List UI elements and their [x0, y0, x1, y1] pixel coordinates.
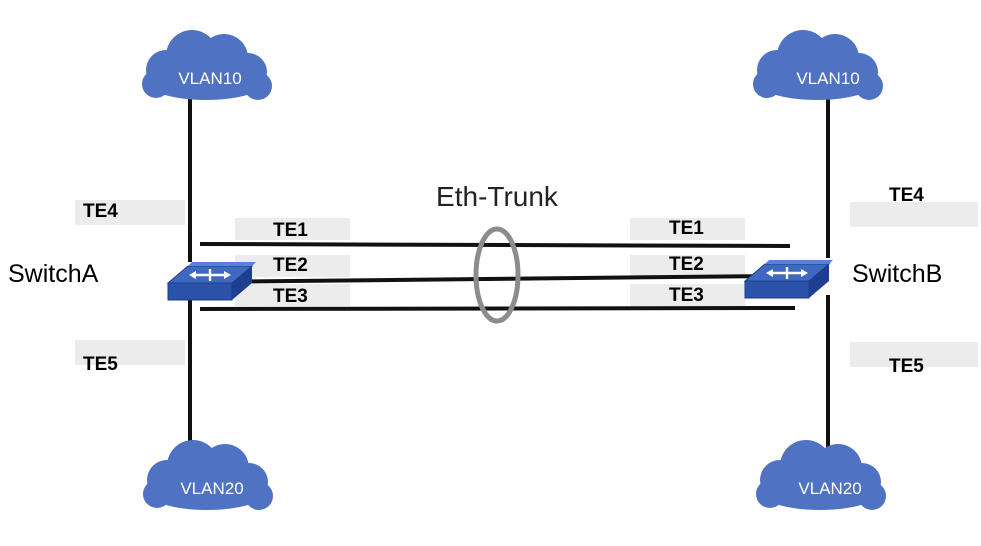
switch-a-te1-label: TE1: [273, 220, 308, 241]
switch-a-te2-label: TE2: [273, 255, 308, 276]
shade-a-te1: [235, 218, 350, 240]
network-switch-icon: [166, 262, 256, 301]
cloud-icon: [753, 30, 883, 100]
switch-b-te1-label: TE1: [669, 218, 704, 239]
switch-b-label: SwitchB: [852, 260, 942, 288]
cloud-icon: [142, 30, 272, 100]
shade-b-te1: [630, 218, 745, 240]
cloud-a-vlan20: VLAN20: [143, 440, 273, 510]
shade-b-te4: [850, 202, 978, 227]
switch-a-te5-label: TE5: [83, 354, 118, 375]
network-switch-icon: [743, 260, 833, 299]
shade-a-te5: [75, 340, 185, 365]
switch-a-te4-label: TE4: [83, 201, 118, 222]
cloud-label: VLAN10: [796, 69, 859, 88]
shade-b-te2: [630, 255, 745, 277]
cloud-icon: [143, 440, 273, 510]
shade-b-te5: [850, 342, 978, 367]
cloud-a-vlan10: VLAN10: [142, 30, 272, 100]
switch-a-te3-label: TE3: [273, 286, 308, 307]
trunk-link-te3: [199, 306, 796, 311]
switch-a-label: SwitchA: [8, 260, 99, 288]
cloud-label: VLAN10: [178, 69, 241, 88]
cloud-b-vlan10: VLAN10: [753, 30, 883, 100]
cloud-icon: [756, 440, 886, 510]
trunk-label: Eth-Trunk: [436, 181, 559, 212]
trunk-bundle-ellipse: [473, 226, 521, 324]
shade-a-te3: [235, 284, 350, 306]
switch-b-te5-label: TE5: [889, 356, 924, 377]
switch-b[interactable]: [743, 260, 833, 299]
trunk-link-te1: [199, 242, 791, 248]
switch-b-te3-label: TE3: [669, 285, 704, 306]
shade-a-te4: [75, 200, 185, 225]
label-shading: [75, 200, 978, 367]
trunk-link-te2: [199, 274, 771, 284]
cloud-label: VLAN20: [798, 479, 861, 498]
switch-a[interactable]: [166, 262, 256, 301]
switch-b-te4-label: TE4: [889, 185, 924, 206]
cloud-label: VLAN20: [180, 479, 243, 498]
cloud-b-vlan20: VLAN20: [756, 440, 886, 510]
switch-b-te2-label: TE2: [669, 254, 704, 275]
shade-a-te2: [235, 255, 350, 277]
shade-b-te3: [630, 284, 745, 306]
